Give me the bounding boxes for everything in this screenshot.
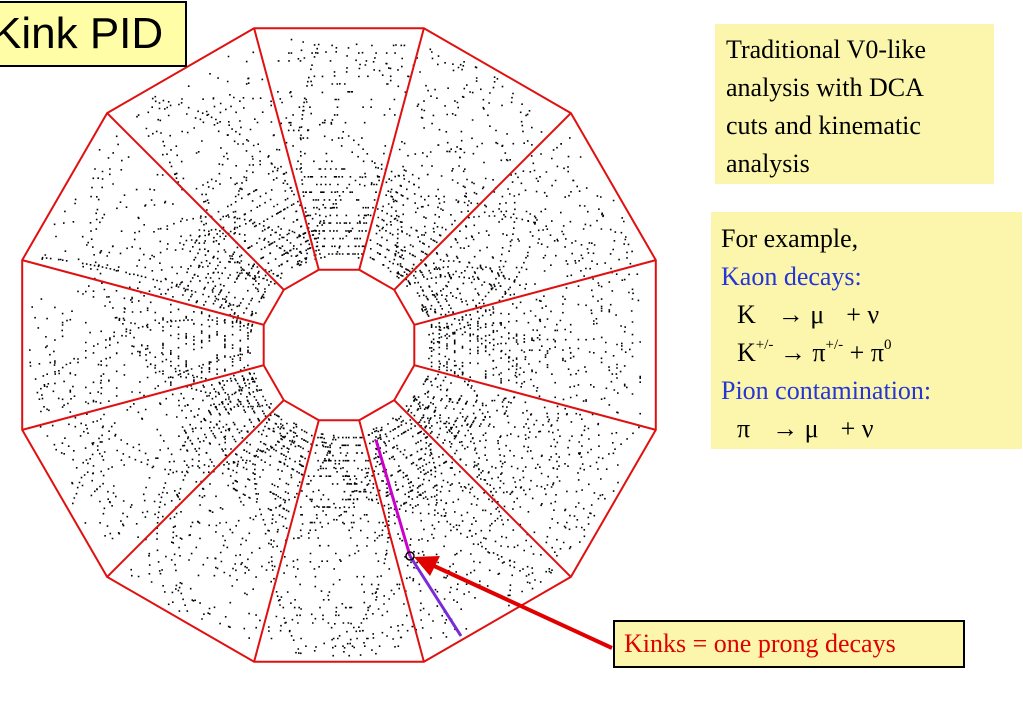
sector-boundary [106, 112, 285, 291]
sector-boundary [358, 420, 425, 663]
decay-examples-note: For example, Kaon decays: K→ μ+ ν K+/- →… [711, 212, 1022, 449]
kaon-decay-pi: K+/- → π+/- + π0 [737, 337, 892, 367]
sector-outline [21, 27, 657, 663]
sector-boundary [393, 399, 572, 578]
inner-boundary [262, 268, 416, 422]
sector-boundary [253, 420, 320, 663]
pion-heading: Pion contamination: [721, 376, 932, 405]
example-intro: For example, [721, 224, 859, 253]
pion-decay: π→ μ+ ν [737, 414, 874, 443]
sector-boundary [253, 27, 320, 270]
kaon-heading: Kaon decays: [721, 262, 862, 291]
kink-daughter-track [408, 555, 463, 637]
v0-analysis-note: Traditional V0-like analysis with DCA cu… [715, 24, 994, 184]
sector-boundary [21, 364, 264, 431]
sector-boundary [414, 364, 657, 431]
sector-boundary [393, 112, 572, 291]
sector-boundary [414, 259, 657, 326]
note-line: Traditional V0-like [726, 35, 927, 64]
note-line: cuts and kinematic [726, 111, 921, 140]
slide-title: Kink PID [0, 1, 187, 67]
callout-arrow [414, 556, 613, 650]
sector-boundary [358, 27, 425, 270]
note-line: analysis with DCA [726, 73, 924, 102]
sector-boundary [21, 259, 264, 326]
kink-label: Kinks = one prong decays [613, 620, 965, 668]
kink-track [374, 439, 463, 637]
kaon-decay-mu: K→ μ+ ν [737, 300, 880, 329]
note-line: analysis [726, 149, 810, 178]
sector-boundary [106, 399, 285, 578]
kink-parent-track [374, 439, 412, 557]
kink-vertex [405, 551, 415, 561]
